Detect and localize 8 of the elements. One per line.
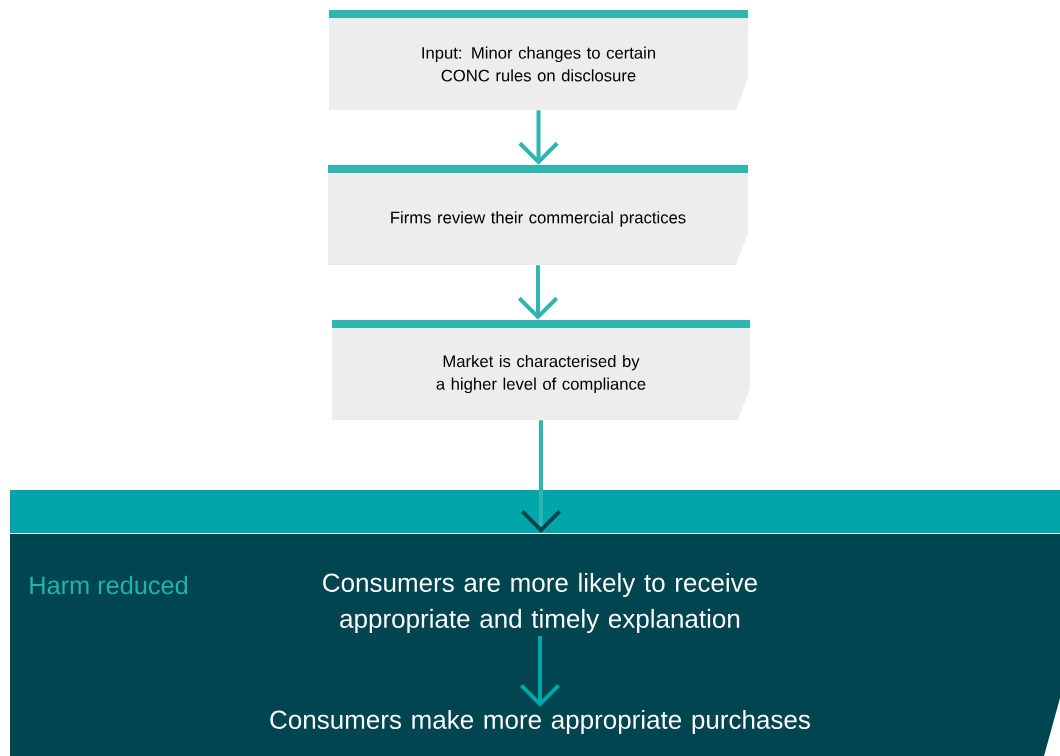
arrow: [520, 420, 562, 533]
process-box: Input: Minor changes to certain CONC rules on disclosure: [329, 10, 748, 110]
outcome-text: Consumers make more appropriate purchases: [270, 709, 810, 735]
outcome-text: Consumers are more likely to receive appropriate and timely explanation: [323, 572, 757, 634]
process-box: Firms review their commercial practices: [328, 165, 748, 265]
result-panel: [10, 490, 1060, 756]
process-box: Market is characterised by a higher level of compliance: [332, 320, 750, 420]
panel-heading: Harm reduced: [30, 575, 188, 595]
